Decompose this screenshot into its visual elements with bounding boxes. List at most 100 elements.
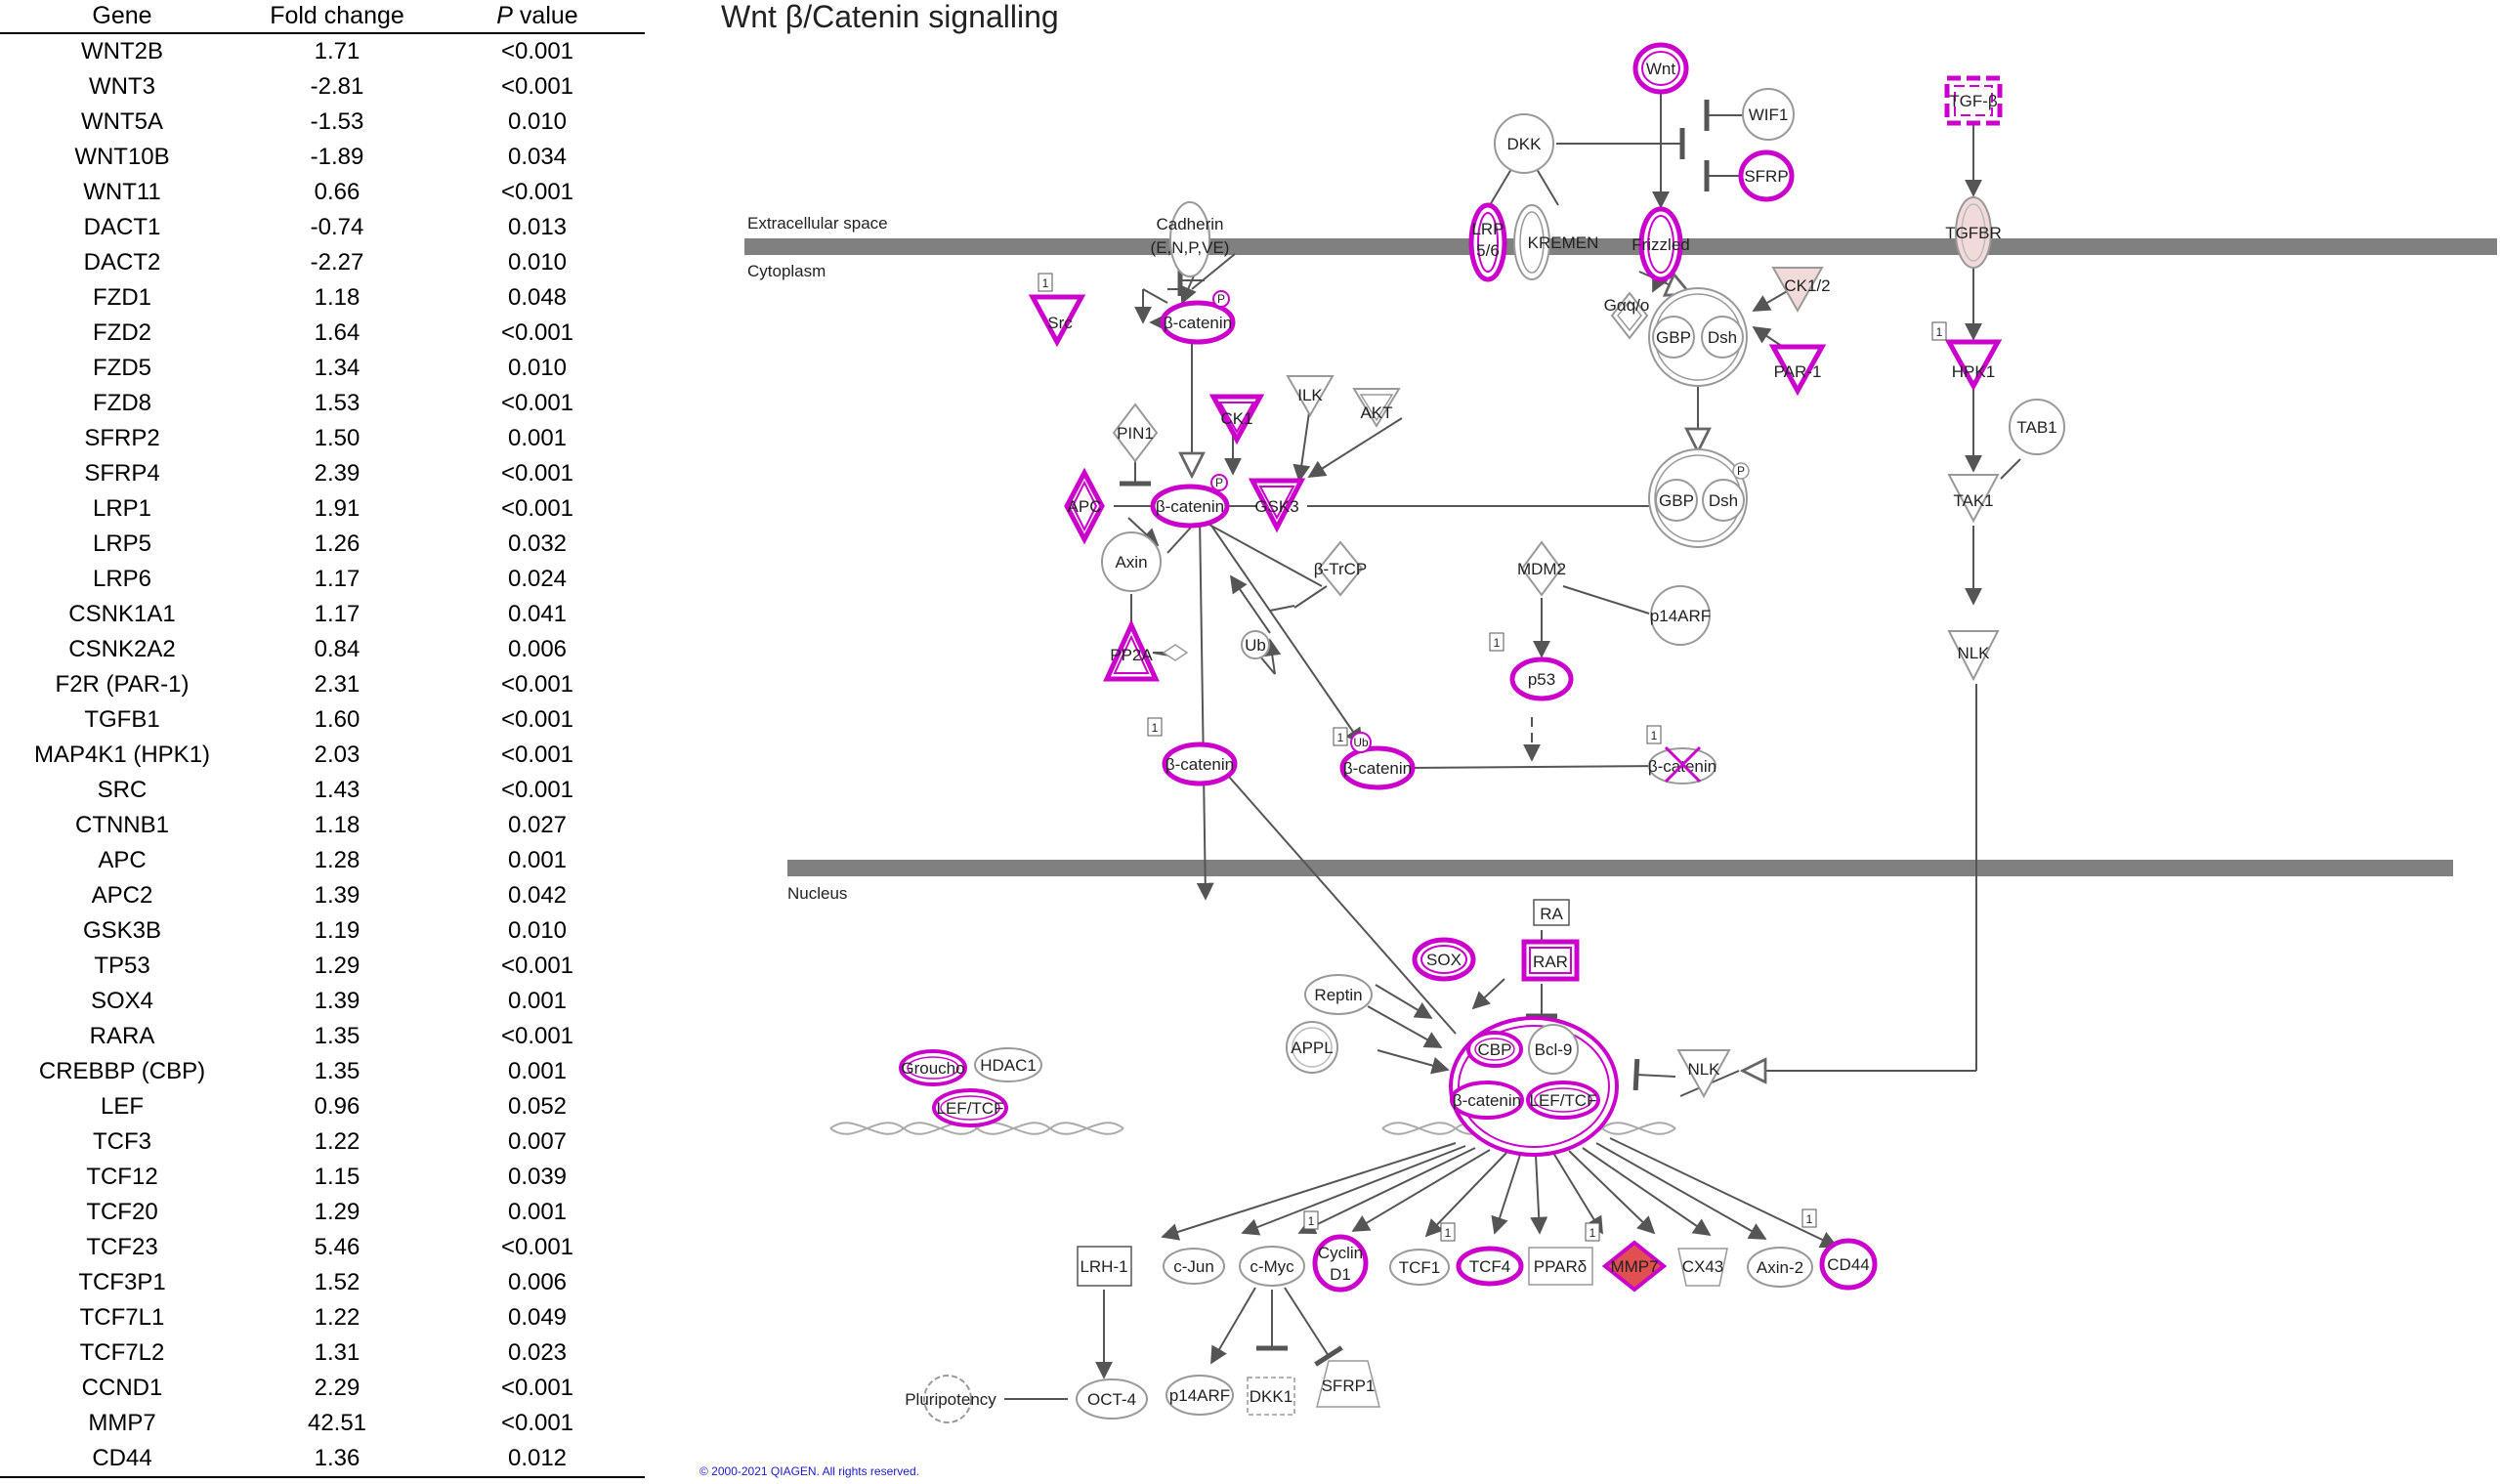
label-bcatenin-4: β-catenin (1343, 759, 1412, 778)
node-ilk: ILK (1286, 375, 1335, 418)
fold-change-cell: 2.31 (314, 671, 360, 698)
label-src: Src (1047, 314, 1073, 332)
p-value-cell: 0.010 (507, 249, 568, 276)
label-gbp-2: GBP (1659, 491, 1694, 510)
node-sox: SOX (1412, 937, 1476, 982)
fold-change-cell: -2.81 (310, 73, 364, 100)
p-value-cell: 0.034 (507, 144, 568, 170)
label-btrcp: β-TrCP (1314, 560, 1367, 578)
node-ub-1: Ub (1241, 630, 1270, 659)
node-axin2: Axin-2 (1747, 1247, 1813, 1288)
p-value-cell: <0.001 (500, 495, 574, 522)
node-src: Src (1028, 294, 1086, 348)
gene-cell: SFRP2 (84, 425, 160, 451)
node-nlk-nucleus: NLK (1676, 1049, 1731, 1099)
dna-helix-left (829, 1122, 1124, 1135)
node-lef-tcf: LEF/TCF (932, 1088, 1008, 1127)
fold-change-cell: -1.89 (310, 144, 364, 170)
node-bcatenin-complex: β-catenin P (1150, 474, 1230, 529)
label-p14arf-1: p14ARF (1650, 607, 1711, 625)
node-galpha: Gαq/o (1604, 291, 1649, 340)
node-tgfbr: TGFBR (1945, 196, 2002, 269)
gene-cell: FZD1 (93, 284, 151, 311)
label-dsh-2: Dsh (1709, 491, 1738, 510)
p-value-cell: <0.001 (500, 1410, 574, 1436)
node-p14arf-nuc: p14ARF (1165, 1375, 1234, 1416)
node-sfrp: SFRP (1738, 149, 1795, 202)
fold-change-cell: 1.31 (314, 1339, 360, 1366)
label-pp2a: PP2A (1110, 646, 1153, 664)
node-pluripotency: Pluripotency (905, 1375, 996, 1423)
node-tgfb: TGF-β (1944, 75, 2003, 126)
node-cd44: CD44 (1819, 1238, 1878, 1291)
label-pluripotency: Pluripotency (905, 1390, 996, 1409)
table-row: WNT10B -1.89 0.034 (0, 140, 645, 175)
label-dkk: DKK (1507, 135, 1543, 153)
p-value-cell: <0.001 (500, 1375, 574, 1401)
node-groucho: Groucho (899, 1049, 967, 1086)
fold-change-cell: 1.22 (314, 1304, 360, 1331)
gene-cell: SRC (97, 777, 148, 803)
label-lef-tcf: LEF/TCF (937, 1099, 1004, 1118)
fold-change-cell: 1.15 (314, 1164, 360, 1190)
node-axin: Axin (1101, 531, 1162, 592)
p-value-cell: <0.001 (500, 1234, 574, 1260)
gene-cell: APC2 (91, 882, 153, 909)
label-ck1: CK1 (1220, 409, 1252, 428)
label-tgfb: TGF-β (1949, 92, 1998, 110)
fold-change-cell: 1.34 (314, 355, 360, 381)
label-bcatenin-1: β-catenin (1164, 314, 1232, 332)
node-nlk-cytoplasm: NLK (1947, 630, 2000, 682)
header-gene: Gene (0, 0, 244, 34)
p-value-cell: 0.006 (507, 636, 568, 662)
node-reptin: Reptin (1304, 974, 1373, 1015)
fold-change-cell: 1.39 (314, 882, 360, 909)
label-tab1: TAB1 (2016, 418, 2056, 437)
label-dkk1: DKK1 (1250, 1387, 1292, 1406)
node-gsk3: GSK3 (1248, 478, 1306, 533)
label-lrh1: LRH-1 (1080, 1257, 1127, 1276)
node-ck1: CK1 (1208, 394, 1265, 445)
label-cmyc: c-Myc (1250, 1257, 1294, 1276)
label-reptin: Reptin (1314, 986, 1362, 1004)
label-cd44: CD44 (1827, 1255, 1869, 1274)
p-value-cell: <0.001 (500, 179, 574, 205)
label-cjun: c-Jun (1173, 1257, 1214, 1276)
gene-cell: FZD2 (93, 319, 151, 346)
p-value-cell: <0.001 (500, 706, 574, 733)
gene-cell: TGFB1 (84, 706, 160, 733)
node-wif1: WIF1 (1742, 88, 1795, 141)
gene-cell: FZD5 (93, 355, 151, 381)
p-value-cell: 0.039 (507, 1164, 568, 1190)
label-gbp-1: GBP (1656, 328, 1691, 347)
node-p53: p53 (1509, 657, 1574, 701)
p-value-cell: <0.001 (500, 460, 574, 487)
p-value-cell: 0.001 (507, 847, 568, 873)
gene-cell: MMP7 (88, 1410, 156, 1436)
header-p-value: P value (430, 0, 645, 34)
fold-change-cell: 1.28 (314, 847, 360, 873)
gene-cell: MAP4K1 (HPK1) (33, 742, 211, 768)
gene-cell: WNT10B (74, 144, 170, 170)
plasma-membrane (744, 238, 2497, 255)
fold-change-cell: 1.43 (314, 777, 360, 803)
label-groucho: Groucho (901, 1059, 964, 1078)
p-value-cell: <0.001 (500, 390, 574, 416)
node-appl: APPL (1286, 1021, 1338, 1074)
gene-cell: TCF7L2 (79, 1339, 165, 1366)
gene-cell: RARA (89, 1023, 155, 1049)
table-row: WNT3-2.81<0.001 (0, 69, 645, 105)
fold-change-cell: 1.64 (314, 319, 360, 346)
